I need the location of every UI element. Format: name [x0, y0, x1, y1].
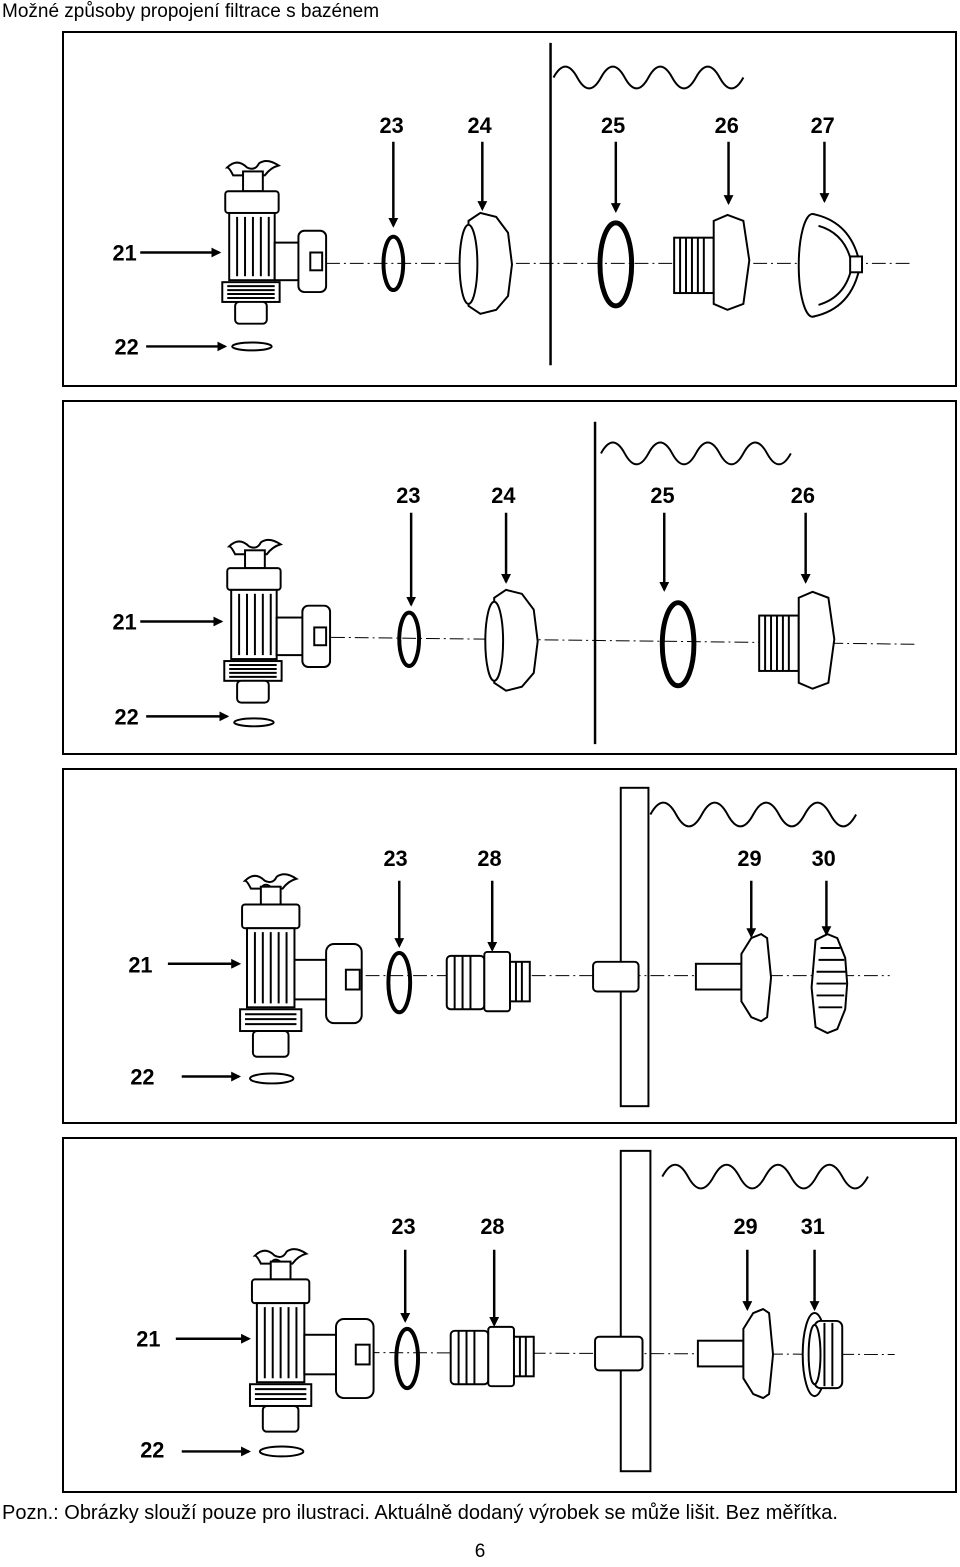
adapter-28	[445, 950, 531, 1013]
label-23: 23	[380, 113, 404, 138]
label-23: 23	[391, 1214, 415, 1239]
gasket-25	[659, 600, 697, 689]
diagram-panel-4: 21 22 23 28 29 31	[62, 1137, 957, 1493]
wall-pass-tube	[594, 1335, 644, 1372]
fitting-26	[758, 590, 836, 690]
label-31: 31	[801, 1214, 825, 1239]
nozzle-31	[801, 1312, 844, 1398]
gasket-25	[597, 220, 635, 309]
water-wave	[649, 801, 857, 828]
page-number: 6	[474, 1541, 486, 1562]
adapter-28	[449, 1325, 535, 1388]
diagram-panel-2: 21 22 23 24 25 26	[62, 400, 957, 755]
label-22: 22	[115, 334, 139, 359]
label-21: 21	[113, 240, 137, 265]
cap-30	[810, 933, 849, 1035]
label-28: 28	[480, 1214, 504, 1239]
valve-body	[239, 873, 363, 1058]
label-24: 24	[491, 483, 515, 508]
o-ring-23	[381, 234, 406, 293]
page-title: Možné způsoby propojení filtrace s bazén…	[2, 1, 380, 22]
disclaimer-note: Pozn.: Obrázky slouží pouze pro ilustrac…	[2, 1502, 838, 1524]
label-27: 27	[811, 113, 835, 138]
label-26: 26	[715, 113, 739, 138]
label-29: 29	[737, 846, 761, 871]
o-ring-22	[231, 341, 273, 352]
o-ring-23	[386, 950, 413, 1015]
diagram-panel-3: 21 22 23 28 29 30	[62, 768, 957, 1124]
label-21: 21	[136, 1327, 160, 1352]
pool-wall-board	[619, 1149, 652, 1473]
fitting-29	[696, 1307, 775, 1400]
label-25: 25	[601, 113, 625, 138]
valve-body	[248, 1248, 375, 1433]
o-ring-23	[394, 1326, 421, 1391]
o-ring-23	[397, 610, 422, 668]
exploded-view-3: 21 22 23 28 29 30	[128, 786, 890, 1108]
water-wave	[552, 65, 745, 90]
nut-24	[484, 588, 539, 692]
label-23: 23	[396, 483, 420, 508]
valve-body	[223, 538, 332, 704]
o-ring-22	[248, 1072, 295, 1085]
water-wave	[600, 441, 792, 466]
label-22: 22	[115, 704, 139, 729]
label-21: 21	[128, 953, 152, 978]
label-25: 25	[650, 483, 674, 508]
label-29: 29	[733, 1214, 757, 1239]
fitting-29	[694, 933, 773, 1023]
label-23: 23	[383, 846, 407, 871]
water-wave	[661, 1163, 869, 1190]
label-22: 22	[140, 1437, 164, 1462]
label-30: 30	[812, 846, 836, 871]
label-26: 26	[791, 483, 815, 508]
nut-24	[458, 211, 513, 315]
exploded-view-4: 21 22 23 28 29 31	[136, 1149, 895, 1473]
diagram-panel-1: 21 22 23 24 25 26 27	[62, 31, 957, 387]
label-21: 21	[113, 609, 137, 634]
wall-pass-tube	[592, 960, 640, 993]
o-ring-22	[233, 717, 275, 728]
label-24: 24	[468, 113, 492, 138]
label-28: 28	[477, 846, 501, 871]
o-ring-22	[258, 1445, 305, 1458]
valve-body	[221, 160, 328, 325]
inlet-cap-27	[797, 212, 864, 318]
exploded-view-1: 21 22 23 24 25 26 27	[113, 42, 910, 366]
exploded-view-2: 21 22 23 24 25 26	[113, 421, 915, 745]
fitting-26	[673, 213, 751, 311]
label-22: 22	[130, 1064, 154, 1089]
pool-wall-board	[619, 786, 650, 1108]
